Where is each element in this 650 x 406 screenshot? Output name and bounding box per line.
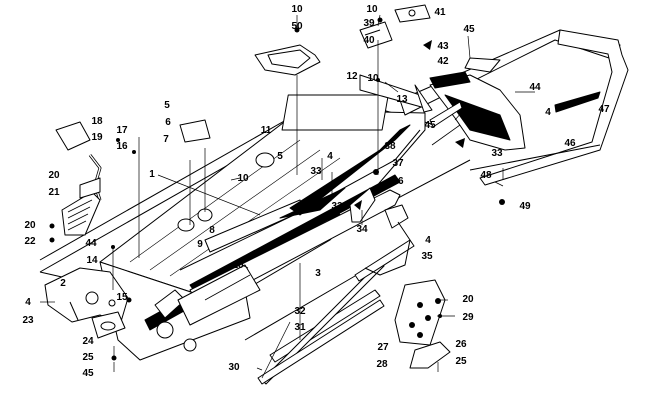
callout-3: 3 (315, 268, 321, 279)
callout-34: 34 (356, 224, 368, 235)
callout-47: 47 (598, 104, 610, 115)
callout-17: 17 (116, 125, 128, 136)
callout-26: 26 (455, 339, 467, 350)
callout-4-left: 4 (25, 297, 31, 308)
callout-23: 23 (22, 315, 34, 326)
callout-22: 22 (24, 236, 36, 247)
snow-flap (429, 57, 526, 151)
callout-4-mid: 4 (327, 151, 333, 162)
bracket-34 (349, 187, 411, 276)
callout-33-mid: 33 (310, 166, 322, 177)
callout-44-left: 44 (85, 238, 97, 249)
rod-30 (257, 299, 385, 385)
callout-6: 6 (165, 117, 171, 128)
callout-40: 40 (363, 35, 375, 46)
callout-9: 9 (197, 239, 203, 250)
callout-14: 14 (86, 255, 98, 266)
callout-50: 50 (291, 21, 303, 32)
callout-13: 13 (396, 94, 408, 105)
fasteners (49, 17, 505, 361)
callout-19: 19 (91, 132, 103, 143)
callout-33-right: 33 (491, 148, 503, 159)
callout-32: 32 (294, 306, 306, 317)
seat-pad (254, 44, 321, 76)
callout-31: 31 (294, 322, 306, 333)
callout-49: 49 (519, 201, 531, 212)
callout-20-left: 20 (48, 170, 60, 181)
callout-41: 41 (434, 7, 446, 18)
callout-45-top: 45 (463, 24, 475, 35)
callout-10-bracket: 10 (367, 73, 379, 84)
callout-10-top-left: 10 (291, 4, 303, 15)
callout-36: 36 (392, 176, 404, 187)
leader-lines (40, 14, 535, 379)
callout-38: 38 (384, 141, 396, 152)
callout-25-left: 25 (82, 352, 94, 363)
callout-44-right: 44 (529, 82, 541, 93)
callout-2: 2 (60, 278, 66, 289)
bracket-6-7 (179, 119, 211, 143)
callout-28: 28 (376, 359, 388, 370)
callout-37: 37 (392, 158, 404, 169)
callout-11: 11 (260, 125, 272, 136)
callout-5-mid: 5 (277, 151, 283, 162)
callout-21: 21 (48, 187, 60, 198)
callout-29: 29 (462, 312, 474, 323)
mid-brace (154, 264, 261, 352)
callout-10-mid: 10 (237, 173, 249, 184)
rear-bracket (359, 74, 433, 113)
callout-42: 42 (437, 56, 449, 67)
callout-10-lower: 10 (232, 260, 244, 271)
callout-7: 7 (163, 134, 169, 145)
callout-30: 30 (228, 362, 240, 373)
callout-12: 12 (346, 71, 358, 82)
callout-24: 24 (82, 336, 94, 347)
callout-20-right: 20 (462, 294, 474, 305)
callout-46: 46 (564, 138, 576, 149)
callout-18: 18 (91, 116, 103, 127)
callout-15: 15 (116, 292, 128, 303)
callout-33-bracket: 33 (331, 201, 343, 212)
top-brackets (359, 4, 431, 49)
callout-45-mid: 45 (424, 120, 436, 131)
callout-45-bottom: 45 (82, 368, 94, 379)
callout-25-right: 25 (455, 356, 467, 367)
callout-10-top-right: 10 (366, 4, 378, 15)
callout-20-lower-left: 20 (24, 220, 36, 231)
callout-5-top: 5 (164, 100, 170, 111)
arrows (354, 40, 465, 210)
left-parts (55, 121, 102, 236)
callout-48: 48 (480, 170, 492, 181)
tunnel-assembly (99, 94, 426, 361)
callout-16: 16 (116, 141, 128, 152)
callout-4-right: 4 (545, 107, 551, 118)
callout-8: 8 (209, 225, 215, 236)
callout-39: 39 (363, 18, 375, 29)
callout-4-bracket: 4 (425, 235, 431, 246)
plate-24 (91, 311, 126, 339)
footrest-right (394, 279, 451, 369)
callout-35: 35 (421, 251, 433, 262)
callout-43: 43 (437, 41, 449, 52)
callout-1: 1 (149, 169, 155, 180)
callout-27: 27 (377, 342, 389, 353)
